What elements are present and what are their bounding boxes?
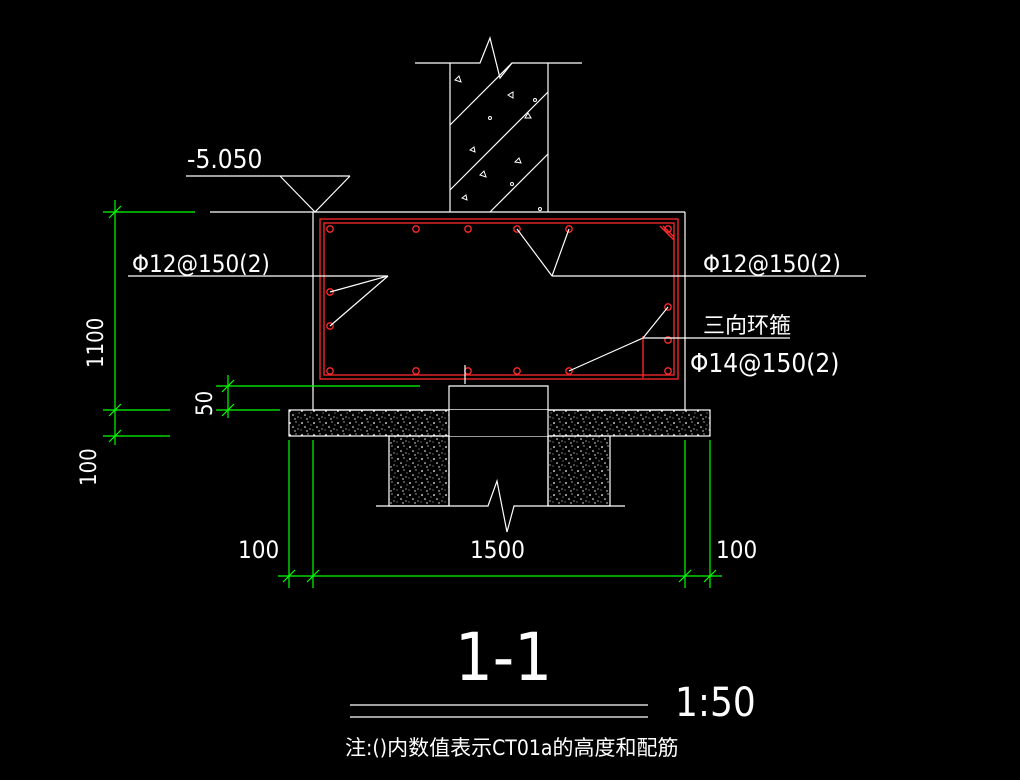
rebar-cage [319,218,679,380]
drawing-note: 注:()内数值表示CT01a的高度和配筋 [345,736,678,760]
rebar-right-label: Φ12@150(2) [703,250,841,278]
stirrup-label: Φ14@150(2) [690,349,839,379]
dim-cover: 50 [193,391,218,416]
dim-height-beam: 1100 [84,318,109,368]
rebar-bars [326,225,672,375]
concrete-aggregate-marks [454,75,542,211]
section-title: 1-1 [455,619,552,696]
dim-left-overhang: 100 [238,536,279,564]
rebar-left-label: Φ12@150(2) [132,250,270,278]
dim-bedding: 100 [77,448,102,486]
stirrup-type-label: 三向环箍 [703,314,791,339]
dim-width: 1500 [470,536,525,564]
elevation-label: -5.050 [187,145,262,175]
column-above [415,36,582,213]
cap-outline [312,212,686,410]
dimension-lines [103,200,722,588]
pile-cap-base [288,365,711,533]
rebar-leaders [128,228,866,372]
title-block [350,704,648,718]
elevation-marker: -5.050 [186,145,685,213]
dim-right-overhang: 100 [716,536,757,564]
drawing-scale: 1:50 [675,680,756,726]
